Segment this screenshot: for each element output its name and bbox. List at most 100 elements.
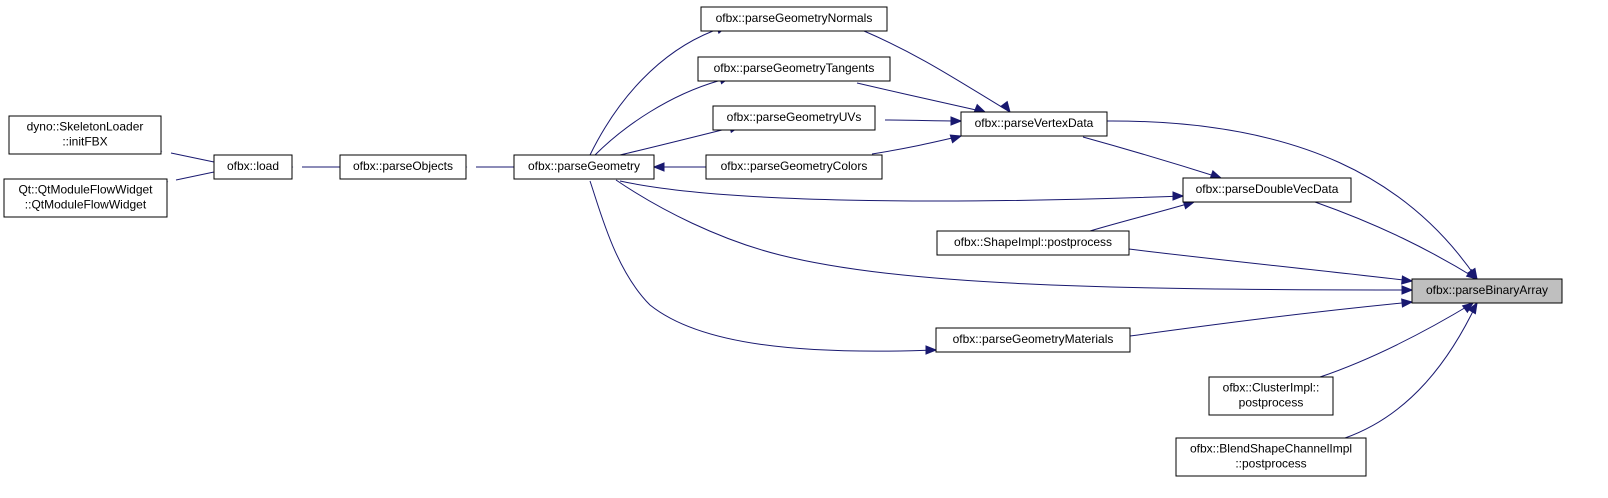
edge-line xyxy=(1319,302,1474,378)
node-qtmoduleflowwidget[interactable]: Qt::QtModuleFlowWidget::QtModuleFlowWidg… xyxy=(3,178,168,218)
node-parsegeometrycolors[interactable]: ofbx::parseGeometryColors xyxy=(705,154,883,180)
node-label: ofbx::ShapeImpl::postprocess xyxy=(954,235,1112,249)
node-box[interactable] xyxy=(339,154,467,180)
node-label: ::QtModuleFlowWidget xyxy=(25,198,147,212)
edge-parsevertexdata-to-parsegeometryuvs xyxy=(884,116,963,126)
edge-line xyxy=(1128,248,1413,282)
node-parsebinaryarray[interactable]: ofbx::parseBinaryArray xyxy=(1411,278,1563,304)
edge-line xyxy=(175,171,215,181)
node-label: ofbx::BlendShapeChannelImpl xyxy=(1190,442,1352,456)
edge-parsevertexdata-to-parsegeometrytangents xyxy=(856,82,987,113)
node-label: ofbx::parseBinaryArray xyxy=(1426,283,1548,297)
edge-line xyxy=(589,30,714,156)
edge-line xyxy=(589,180,937,352)
node-label: ofbx::parseGeometryMaterials xyxy=(953,332,1114,346)
edge-parsegeometrynormals-to-parsegeometry xyxy=(589,24,729,156)
edge-parsedoublevecdata-to-parsevertexdata xyxy=(1082,136,1223,180)
node-label: ofbx::parseGeometryTangents xyxy=(714,61,875,75)
edge-parsevertexdata-to-parsegeometrycolors xyxy=(871,134,963,155)
node-box[interactable] xyxy=(1182,177,1352,203)
edge-parsebinaryarray-to-parsegeometry xyxy=(615,179,1414,295)
arrow-head-icon xyxy=(1172,191,1185,201)
node-blendshapechannelimpl[interactable]: ofbx::BlendShapeChannelImpl::postprocess xyxy=(1175,437,1367,477)
arrow-head-icon xyxy=(1467,301,1478,315)
edge-line xyxy=(1089,201,1195,232)
node-label: ofbx::parseObjects xyxy=(353,159,453,173)
node-box[interactable] xyxy=(700,6,888,32)
arrow-head-icon xyxy=(1461,302,1475,314)
edge-line xyxy=(871,135,962,155)
node-box[interactable] xyxy=(935,327,1131,353)
arrow-head-icon xyxy=(652,162,665,172)
edge-parsegeometrycolors-to-parsegeometry xyxy=(652,162,706,172)
node-box[interactable] xyxy=(8,115,162,155)
node-label: ofbx::ClusterImpl:: xyxy=(1223,381,1320,395)
node-box[interactable] xyxy=(936,230,1130,256)
node-label: ::initFBX xyxy=(62,135,107,149)
node-parsegeometrymaterials[interactable]: ofbx::parseGeometryMaterials xyxy=(935,327,1131,353)
node-label: ofbx::parseGeometryColors xyxy=(721,159,868,173)
node-box[interactable] xyxy=(697,56,891,82)
arrow-head-icon xyxy=(973,103,987,113)
edge-parsebinaryarray-to-blendshapechannelimpl xyxy=(1344,301,1478,439)
edge-line xyxy=(594,80,719,156)
arrow-head-icon xyxy=(925,345,938,355)
edge-line xyxy=(1314,201,1478,280)
node-shapeimpl[interactable]: ofbx::ShapeImpl::postprocess xyxy=(936,230,1130,256)
edge-line xyxy=(1344,302,1478,439)
edge-parsebinaryarray-to-parsegeometrymaterials xyxy=(1129,298,1414,337)
edge-line xyxy=(856,82,986,113)
node-box[interactable] xyxy=(213,154,293,180)
node-box[interactable] xyxy=(1175,437,1367,477)
node-box[interactable] xyxy=(712,105,876,131)
node-box[interactable] xyxy=(960,111,1108,137)
edge-line xyxy=(1082,136,1222,179)
node-label: ofbx::parseVertexData xyxy=(975,116,1094,130)
node-parsegeometry[interactable]: ofbx::parseGeometry xyxy=(513,154,655,180)
node-clusterimpl[interactable]: ofbx::ClusterImpl::postprocess xyxy=(1208,376,1334,416)
edge-parsegeometrymaterials-to-parsegeometry xyxy=(589,180,938,355)
node-label: ofbx::parseGeometryUVs xyxy=(727,110,862,124)
node-label: ofbx::parseGeometry xyxy=(528,159,640,173)
arrow-head-icon xyxy=(949,134,963,144)
arrow-head-icon xyxy=(999,100,1011,114)
node-box[interactable] xyxy=(513,154,655,180)
edge-line xyxy=(1129,301,1413,337)
node-label: ::postprocess xyxy=(1235,457,1306,471)
edge-line xyxy=(884,119,962,122)
node-parsevertexdata[interactable]: ofbx::parseVertexData xyxy=(960,111,1108,137)
node-label: Qt::QtModuleFlowWidget xyxy=(18,183,153,197)
node-parsedoublevecdata[interactable]: ofbx::parseDoubleVecData xyxy=(1182,177,1352,203)
edge-line xyxy=(615,179,1413,291)
edge-parsegeometrytangents-to-parsegeometry xyxy=(594,75,732,156)
edges-layer xyxy=(149,24,1479,439)
node-parsegeometrynormals[interactable]: ofbx::parseGeometryNormals xyxy=(700,6,888,32)
node-parseobjects[interactable]: ofbx::parseObjects xyxy=(339,154,467,180)
node-label: ofbx::parseDoubleVecData xyxy=(1196,182,1339,196)
node-box[interactable] xyxy=(3,178,168,218)
arrow-head-icon xyxy=(1209,170,1223,180)
node-box[interactable] xyxy=(1208,376,1334,416)
node-box[interactable] xyxy=(1411,278,1563,304)
node-label: ofbx::load xyxy=(227,159,279,173)
edge-parsebinaryarray-to-clusterimpl xyxy=(1319,302,1475,378)
edge-line xyxy=(863,30,1011,113)
edge-parsebinaryarray-to-parsedoublevecdata xyxy=(1314,201,1479,280)
node-box[interactable] xyxy=(705,154,883,180)
arrow-head-icon xyxy=(1401,275,1414,285)
node-load[interactable]: ofbx::load xyxy=(213,154,293,180)
node-parsegeometryuvs[interactable]: ofbx::parseGeometryUVs xyxy=(712,105,876,131)
edge-parsedoublevecdata-to-parsegeometry xyxy=(619,180,1185,202)
edge-line xyxy=(170,152,215,163)
edge-parsedoublevecdata-to-shapeimpl xyxy=(1089,200,1196,232)
arrow-head-icon xyxy=(1465,268,1479,280)
node-parsegeometrytangents[interactable]: ofbx::parseGeometryTangents xyxy=(697,56,891,82)
edge-line xyxy=(619,128,727,156)
arrow-head-icon xyxy=(1401,285,1414,295)
nodes-layer: dyno::SkeletonLoader::initFBXQt::QtModul… xyxy=(3,6,1563,477)
edge-line xyxy=(1106,120,1478,280)
node-label: postprocess xyxy=(1239,396,1304,410)
edge-line xyxy=(619,180,1184,202)
node-skeletonloader[interactable]: dyno::SkeletonLoader::initFBX xyxy=(8,115,162,155)
